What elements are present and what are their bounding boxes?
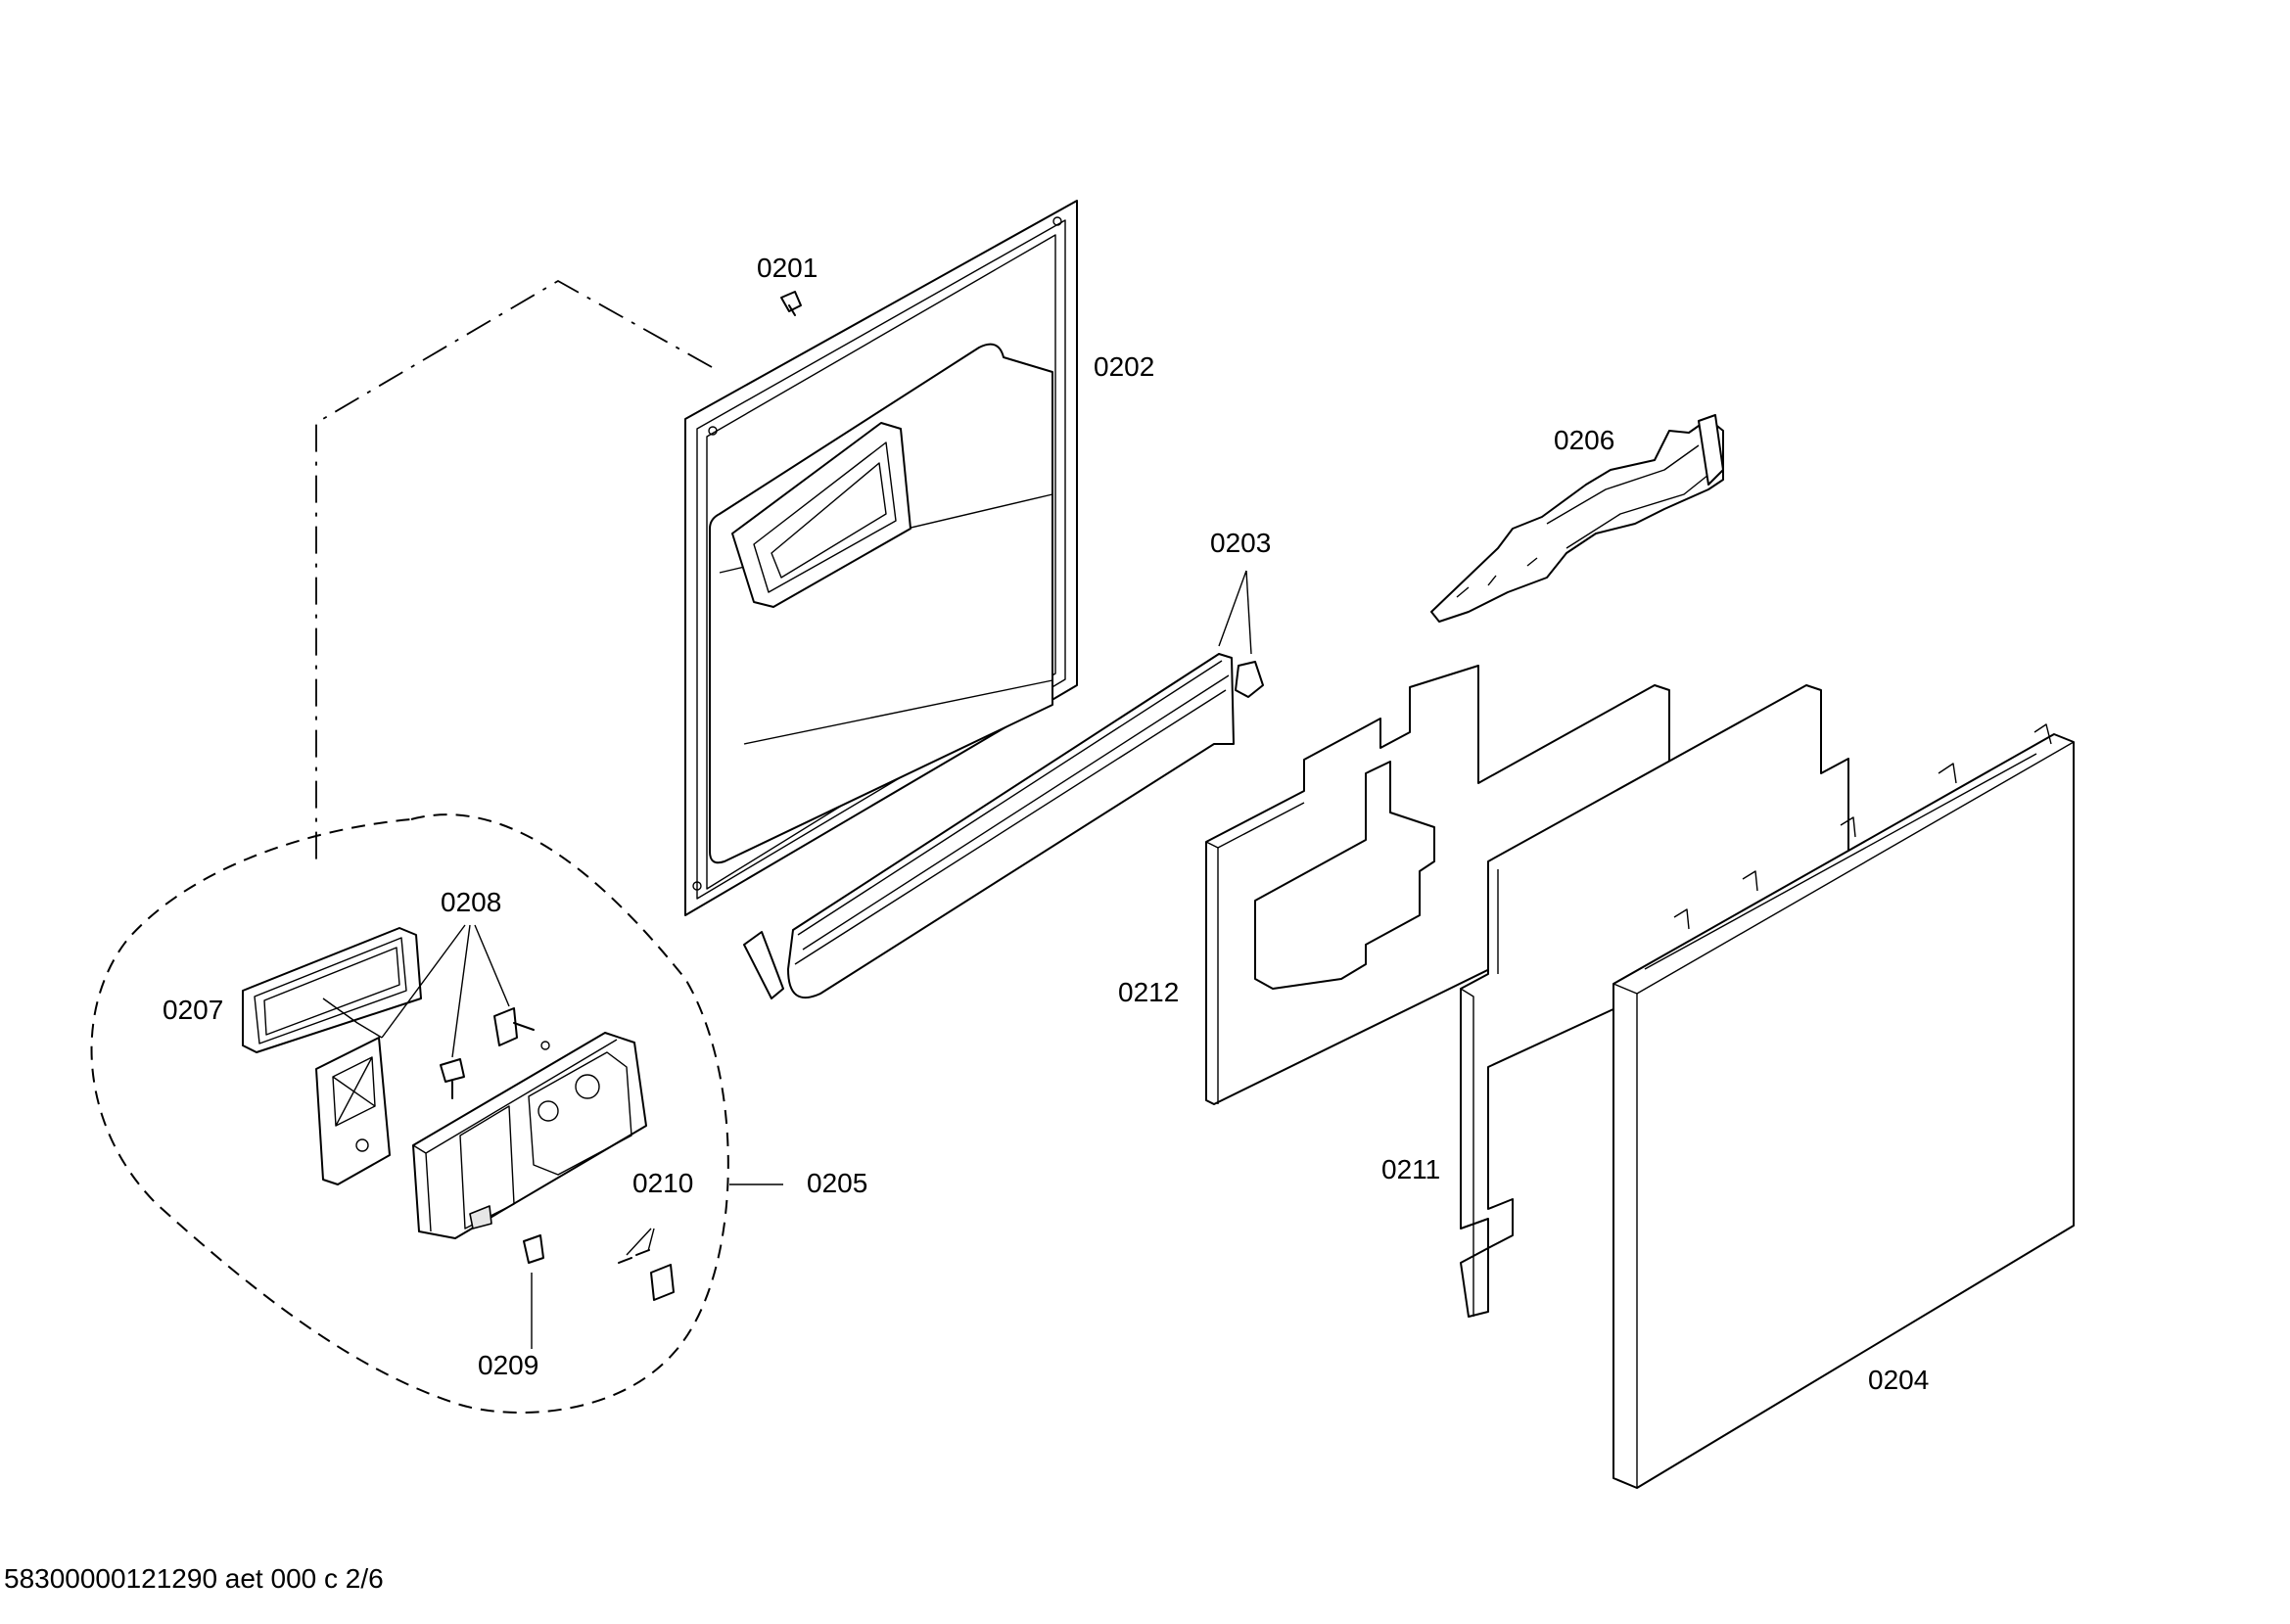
label-0204: 0204 bbox=[1868, 1365, 1930, 1395]
cover-plate bbox=[315, 1037, 391, 1185]
control-group-outline bbox=[90, 813, 729, 1414]
leader-lines bbox=[322, 570, 1252, 1349]
bottom-trim-profile bbox=[743, 653, 1264, 999]
label-0210: 0210 bbox=[632, 1168, 694, 1198]
label-0207: 0207 bbox=[163, 995, 224, 1025]
label-0208: 0208 bbox=[441, 887, 502, 917]
inner-door-panel bbox=[684, 200, 1078, 916]
control-housing bbox=[412, 1032, 647, 1239]
label-0205: 0205 bbox=[807, 1168, 868, 1198]
label-0212: 0212 bbox=[1118, 977, 1180, 1007]
small-switch-parts bbox=[440, 1007, 550, 1099]
label-0209: 0209 bbox=[478, 1350, 539, 1380]
screw bbox=[780, 291, 802, 316]
display-window-frame bbox=[242, 927, 422, 1053]
hinge-bracket bbox=[1430, 414, 1724, 623]
label-0206: 0206 bbox=[1554, 425, 1615, 455]
insulation-panel bbox=[1205, 665, 1670, 1105]
group-leader-line bbox=[315, 279, 713, 861]
label-0211: 0211 bbox=[1381, 1154, 1441, 1184]
label-0202: 0202 bbox=[1094, 351, 1155, 382]
insulation-mat bbox=[1460, 684, 1849, 1318]
label-0203: 0203 bbox=[1210, 528, 1272, 558]
document-reference: 58300000121290 aet 000 c 2/6 bbox=[4, 1563, 384, 1594]
label-0201: 0201 bbox=[757, 253, 818, 283]
small-clips bbox=[523, 1234, 675, 1301]
outer-front-panel bbox=[1612, 723, 2075, 1489]
